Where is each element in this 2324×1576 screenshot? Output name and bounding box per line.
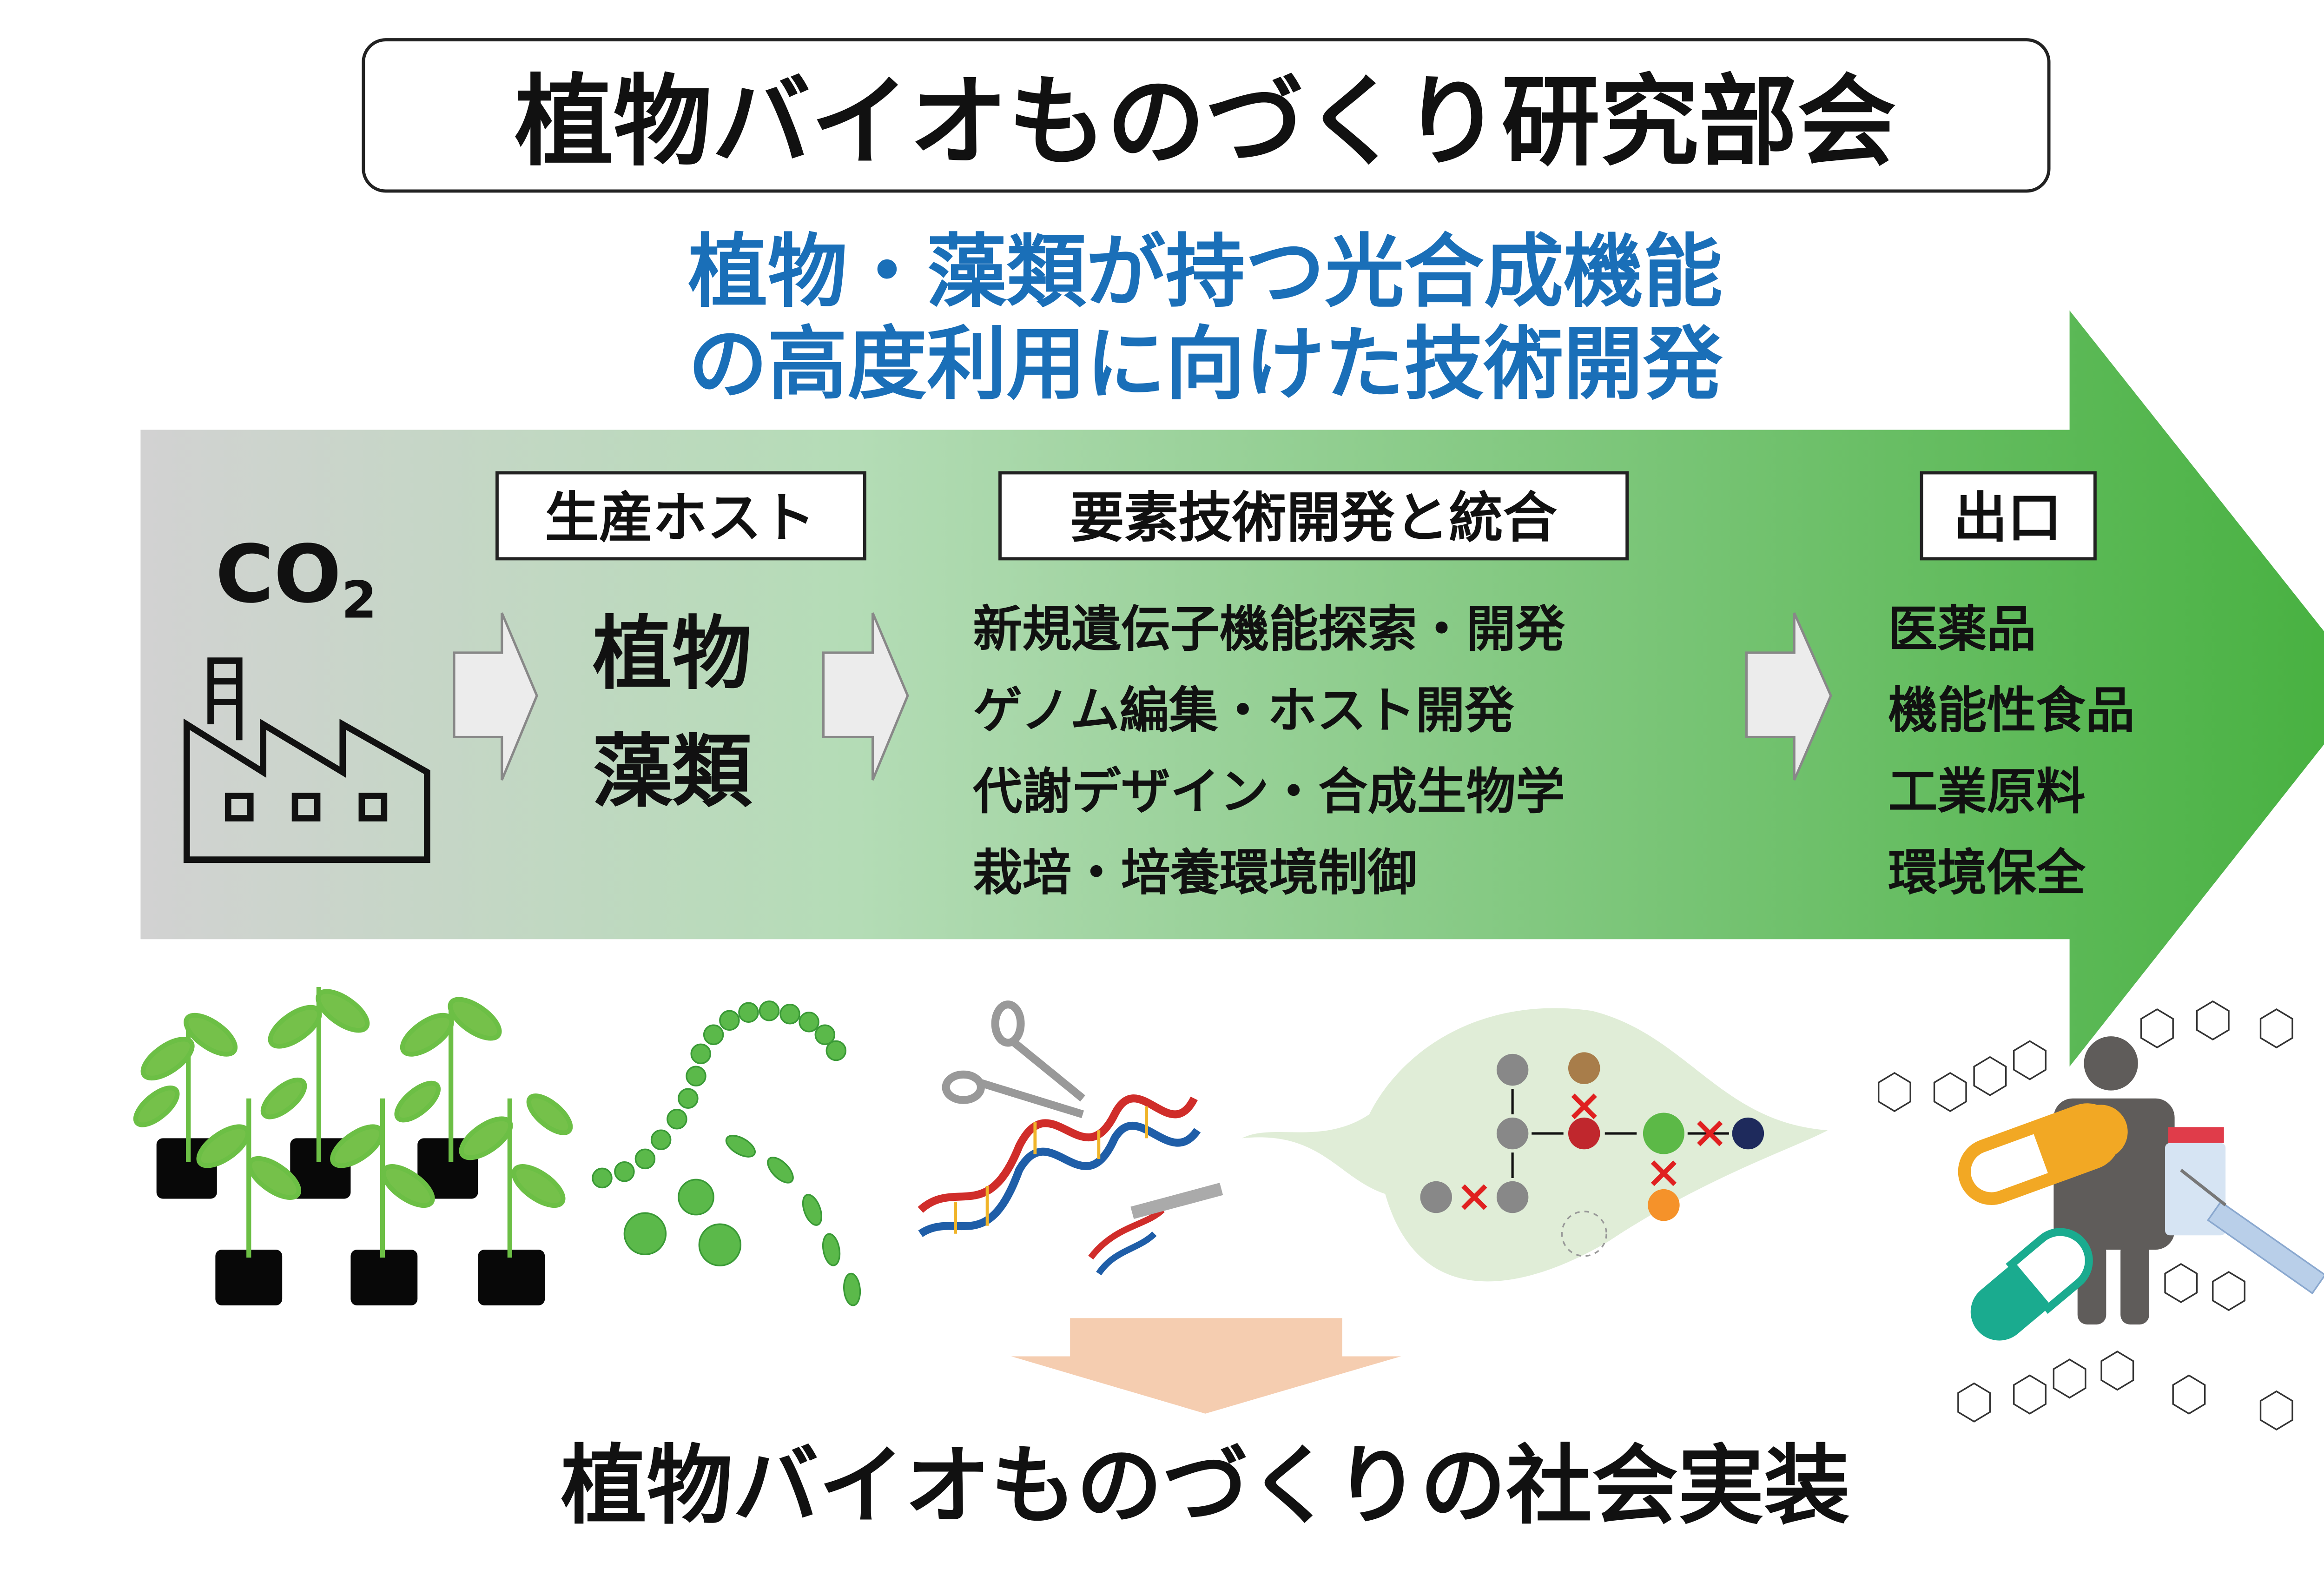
- host-label-box: [495, 471, 866, 561]
- scissors-icon: [942, 1000, 1085, 1119]
- subtitle-line-1: 植物・藻類が持つ光合成機能: [688, 226, 1723, 318]
- tech-item: 新規遺伝子機能探索・開発: [973, 601, 1565, 658]
- leaf-icon: [1242, 1008, 1828, 1282]
- gray-arrow-1: [453, 612, 538, 781]
- syringe-icon: [2180, 1169, 2324, 1295]
- subtitle-line-2: の高度利用に向けた技術開発: [688, 318, 1723, 411]
- tech-item: ゲノム編集・ホスト開発: [973, 682, 1514, 740]
- host-item-plant: 植物: [593, 608, 752, 701]
- tech-label-box: [998, 471, 1629, 561]
- down-arrow: [1011, 1318, 1401, 1414]
- vial-icon: [2165, 1127, 2226, 1236]
- metabolic-pathway-illustration: [1242, 1008, 1828, 1282]
- tech-item: 代謝デザイン・合成生物学: [972, 763, 1565, 821]
- genome-editing-illustration: [918, 1000, 1223, 1276]
- exit-item: 医薬品: [1888, 601, 2036, 658]
- plants-illustration: [133, 987, 573, 1305]
- page-title: 植物バイオものづくり研究部会: [515, 65, 1896, 180]
- medicine-illustration: [1877, 1000, 2324, 1430]
- co2-label: CO2: [215, 528, 376, 629]
- gray-arrow-3: [1745, 612, 1832, 781]
- exit-item: 機能性食品: [1888, 682, 2135, 740]
- exit-item: 環境保全: [1888, 844, 2086, 902]
- host-label: 生産ホスト: [545, 487, 815, 550]
- exit-label: 出口: [1954, 487, 2062, 550]
- tech-label: 要素技術開発と統合: [1070, 487, 1557, 550]
- exit-item: 工業原料: [1888, 763, 2086, 821]
- title-box: 植物バイオものづくり研究部会: [362, 38, 2051, 193]
- tech-item: 栽培・培養環境制御: [973, 844, 1417, 902]
- exit-label-box: [1920, 471, 2097, 561]
- dna-icon: [918, 1094, 1198, 1213]
- factory-icon: [183, 657, 430, 863]
- bottom-conclusion: 植物バイオものづくりの社会実装: [561, 1436, 1850, 1536]
- gray-arrow-2: [822, 612, 909, 781]
- algae-illustration: [592, 1000, 861, 1306]
- host-item-algae: 藻類: [593, 726, 752, 818]
- molecule-structure: [1877, 1000, 2293, 1430]
